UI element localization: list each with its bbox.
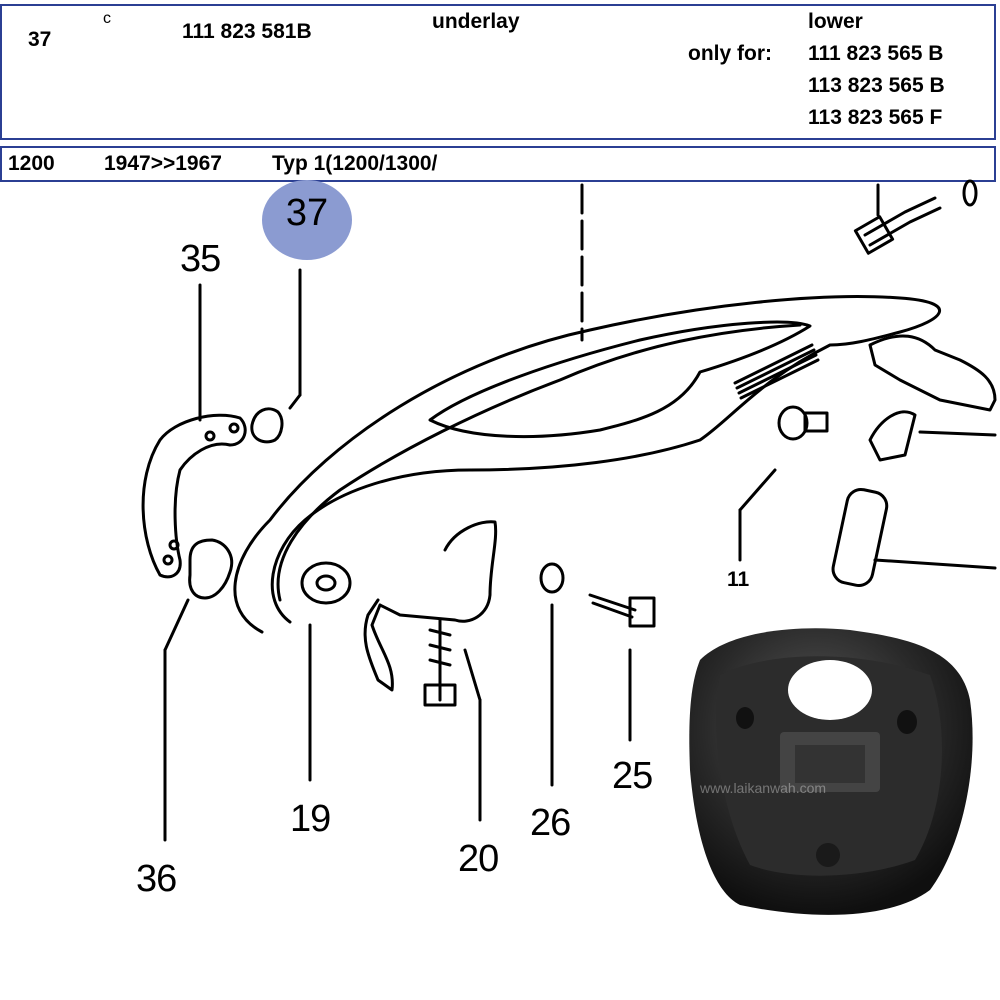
part-info-box (0, 4, 996, 140)
callout-19: 19 (290, 798, 331, 840)
callout-11: 11 (727, 568, 750, 591)
part-20-latch (363, 520, 498, 692)
handle-inner-contour (276, 323, 802, 602)
vent-slots (733, 343, 820, 400)
type-label: Typ 1(1200/1300/ (272, 152, 438, 175)
callout-35: 35 (180, 238, 221, 280)
callout-25: 25 (612, 755, 653, 797)
part-code: c (103, 10, 111, 27)
callout-20: 20 (458, 838, 499, 880)
years-label: 1947>>1967 (104, 152, 222, 175)
watermark: www.laikanwah.com (700, 780, 827, 796)
bolt-top (853, 179, 978, 255)
position-number: 37 (28, 28, 52, 51)
product-photo (660, 590, 1000, 1000)
washer-19 (300, 561, 352, 605)
note-title: lower (808, 10, 863, 33)
engine-label: 1200 (8, 152, 55, 175)
applies-to-item: 111 823 565 B (808, 42, 944, 65)
callout-26: 26 (530, 802, 571, 844)
bolt-25 (588, 593, 656, 742)
highlighted-callout: 37 (285, 192, 329, 234)
part-36-pad (188, 538, 234, 600)
handle-recess (428, 320, 812, 439)
handle-body (233, 295, 941, 634)
washer-26 (539, 562, 565, 594)
part-description: underlay (432, 10, 520, 33)
highlight-badge (262, 180, 352, 260)
only-for-label: only for: (688, 42, 772, 65)
hinge-clip (868, 334, 997, 412)
callout-36: 36 (136, 858, 177, 900)
part-11-plug (738, 405, 829, 562)
clip-body (868, 410, 917, 462)
part-37-underlay (250, 407, 284, 444)
part-number: 111 823 581B (182, 20, 312, 43)
model-row (0, 146, 996, 182)
applies-to-item: 113 823 565 B (808, 74, 945, 97)
applies-to-item: 113 823 565 F (808, 106, 943, 129)
roll-pin (831, 487, 997, 588)
part-35-handle (141, 413, 247, 579)
